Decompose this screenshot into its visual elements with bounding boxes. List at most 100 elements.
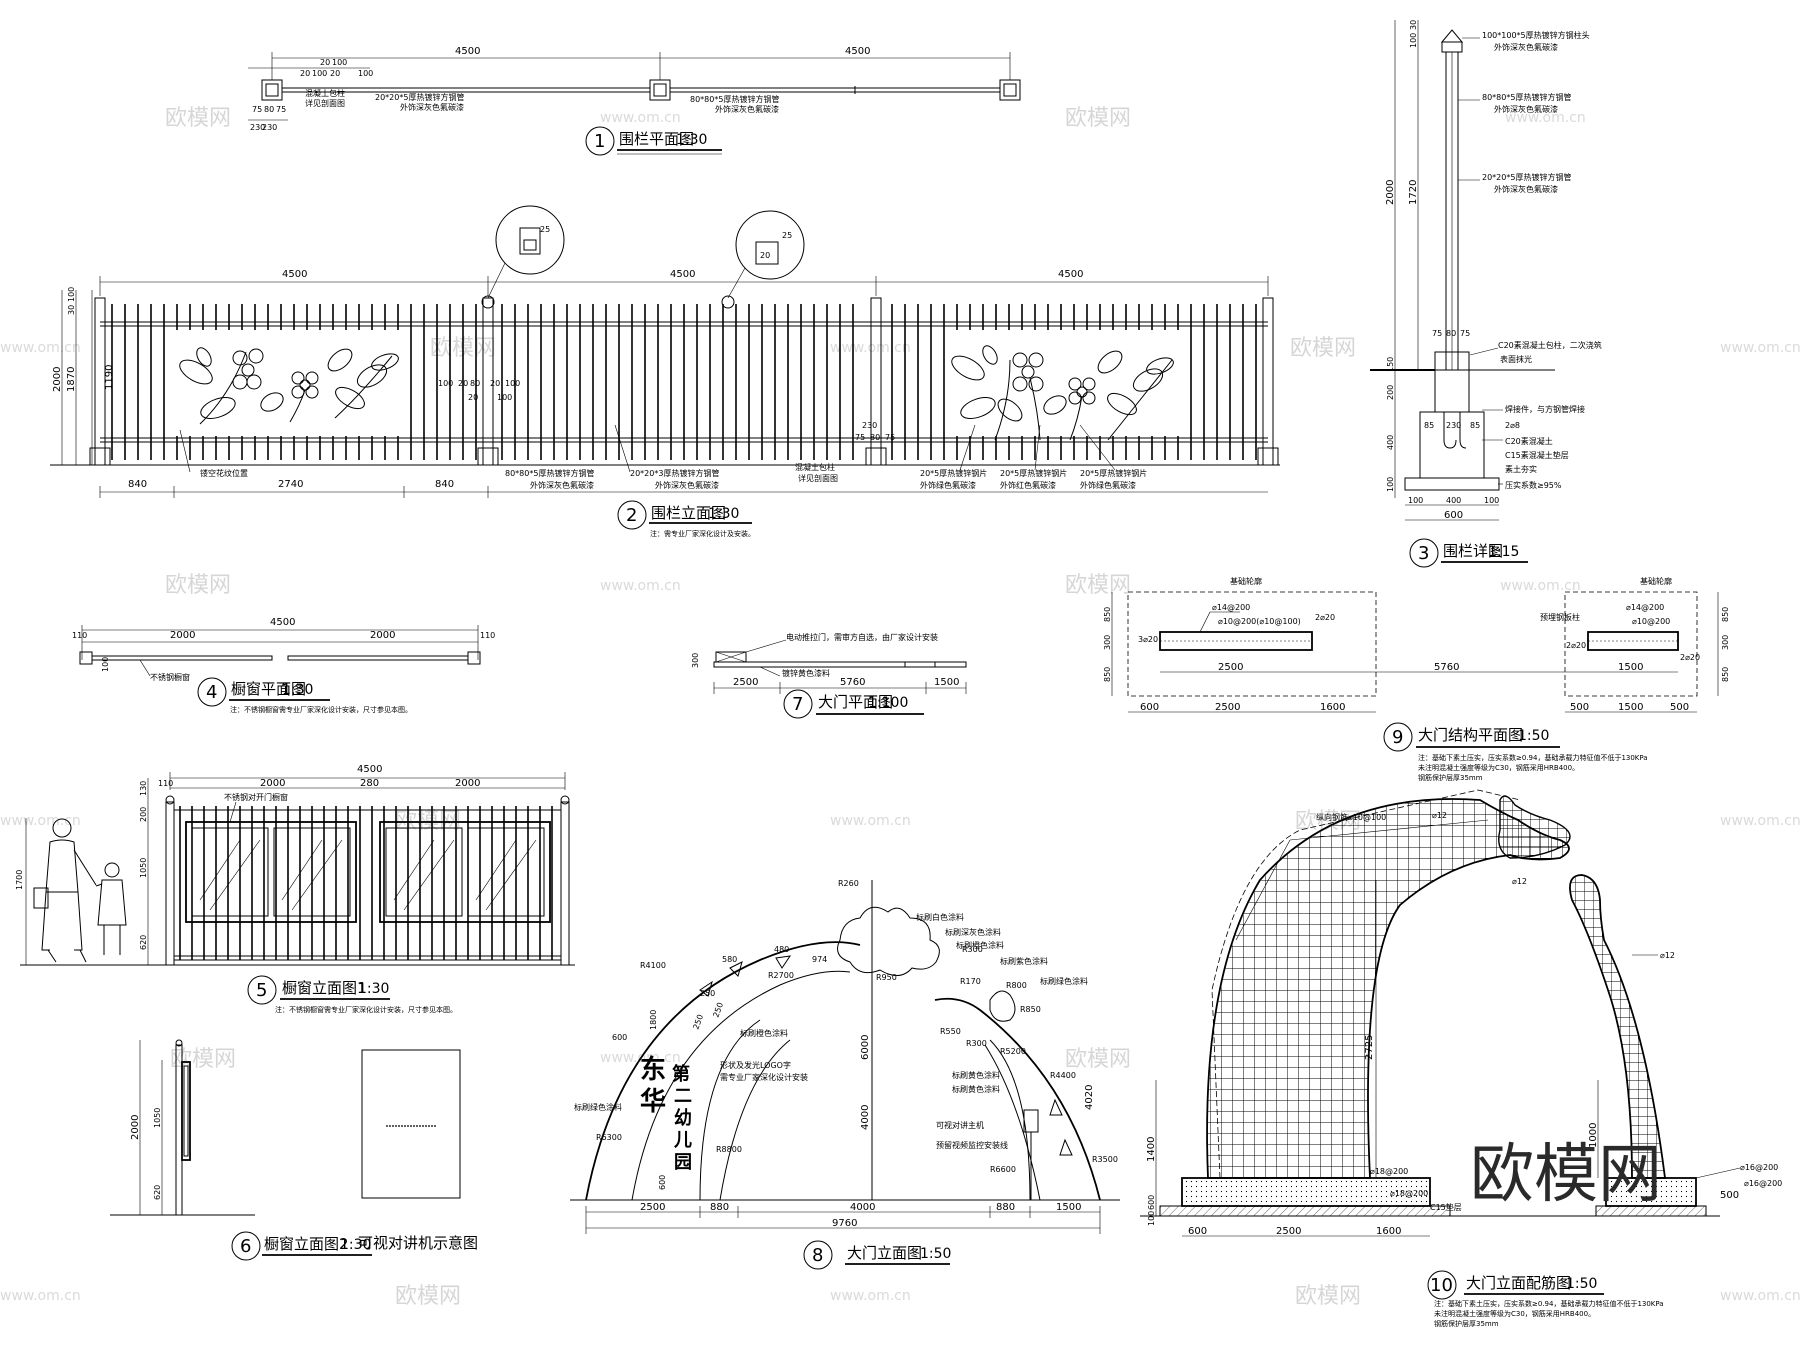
watermark-text: 欧模网 [1065, 573, 1131, 598]
dimension-label: 600 [612, 1033, 627, 1042]
annotation: 外饰绿色氟碳漆 [1080, 480, 1136, 490]
dimension-label: 230 [262, 123, 277, 132]
radius-label: R800 [1006, 981, 1027, 990]
drawing-title: 围栏平面图 [619, 130, 694, 148]
dimension-label: 300 [691, 653, 700, 668]
flower-pattern-left [179, 347, 399, 425]
dimension-label: 280 [360, 778, 379, 789]
dimension-label: 85 [1424, 421, 1434, 430]
annotation: 表面抹光 [1500, 354, 1532, 364]
dimension-label: 2000 [1385, 180, 1396, 205]
annotation: 80*80*5厚热镀锌方钢管 [505, 468, 594, 478]
drawing-scale: 1:100 [868, 695, 908, 711]
dimension-label: 600 [1444, 510, 1463, 521]
drawing-note: 注：不锈钢橱窗需专业厂家深化设计安装，尺寸参见本图。 [230, 705, 412, 714]
annotation: 不锈钢橱窗 [150, 672, 190, 682]
dimension-label: 880 [996, 1202, 1015, 1213]
dimension-label: 4500 [1058, 269, 1083, 280]
radius-label: R550 [940, 1027, 961, 1036]
annotation: ⌀12 [1432, 811, 1447, 820]
flower-pattern-right [951, 345, 1174, 441]
dimension-label: 100 [358, 69, 373, 78]
annotation: 标刷绿色涂料 [1040, 976, 1088, 986]
watermark-url: www.om.cn [1505, 110, 1586, 126]
radius-label: R170 [960, 977, 981, 986]
annotation: 形状及发光LOGO字 [720, 1060, 791, 1070]
dimension-label: 600 [658, 1175, 667, 1190]
dimension-label: 150 [1386, 357, 1395, 372]
dimension-label: 110 [158, 779, 173, 788]
annotation: 素土夯实 [1505, 464, 1537, 474]
drawing-scale: 1:30 [340, 1237, 371, 1253]
dimension-label: 85 [1470, 421, 1480, 430]
dimension-label: 4500 [270, 617, 295, 628]
annotation: 2⌀20 [1680, 653, 1700, 662]
dimension-label: 100 [1147, 1211, 1156, 1226]
annotation: 预留视频监控安装线 [936, 1140, 1008, 1150]
annotation: ⌀10@200 [1632, 617, 1670, 626]
dimension-label: 4000 [850, 1202, 875, 1213]
dimension-label: 6000 [860, 1035, 871, 1060]
dimension-label: 20 [760, 251, 770, 260]
annotation: 外饰红色氟碳漆 [1000, 480, 1056, 490]
dimension-label: 110 [480, 631, 495, 640]
annotation: 2⌀20 [1566, 641, 1586, 650]
drawing-gate-elevation: 东 华 第 二 幼 儿 园 2500 880 4000 880 1500 976… [570, 879, 1120, 1270]
annotation: 标刷绿色涂料 [574, 1102, 622, 1112]
drawing-gate-plan: 电动推拉门，需审方自选，由厂家设计安装 镀锌黄色漆料 2500 5760 150… [691, 632, 967, 719]
annotation: 外饰深灰色氟碳漆 [530, 480, 594, 490]
dimension-label: 25 [782, 231, 792, 240]
dimension-label: 850 [1103, 667, 1112, 682]
dimension-label: 20 [458, 379, 468, 388]
annotation: 压实系数≥95% [1505, 480, 1562, 490]
dimension-label: 480 [774, 945, 789, 954]
dimension-label: 100 [1386, 477, 1395, 492]
watermark-url: www.om.cn [830, 340, 911, 356]
drawing-number: 10 [1430, 1275, 1453, 1296]
dimension-label: 4020 [1084, 1085, 1095, 1110]
drawing-showcase-elevation-2: 2000 1050 620 6 橱窗立面图2 1:30 [110, 1039, 372, 1261]
radius-label: R4100 [640, 961, 666, 970]
annotation: 20*20*3厚热镀锌方钢管 [630, 468, 719, 478]
dimension-label: 1050 [153, 1108, 162, 1128]
child-figure-icon [95, 862, 127, 955]
annotation: 镀锌黄色漆料 [782, 668, 830, 678]
drawing-intercom: 可视对讲机示意图 [358, 1049, 478, 1252]
annotation: 混凝土包柱 [305, 88, 345, 98]
annotation: 2⌀8 [1505, 421, 1520, 430]
annotation: 焊接件，与方钢管焊接 [1505, 404, 1585, 414]
dimension-label: 2500 [640, 1202, 665, 1213]
dimension-label: 300 [1721, 635, 1730, 650]
gate-sign-char: 儿 [673, 1130, 692, 1151]
watermark-url: www.om.cn [0, 340, 81, 356]
dimension-label: 400 [1446, 496, 1461, 505]
dimension-label: 100 [1409, 33, 1418, 48]
drawing-title: 大门结构平面图 [1418, 726, 1523, 744]
annotation: C20素混凝土 [1505, 436, 1553, 446]
dimension-label: 850 [1721, 607, 1730, 622]
watermark-text: 欧模网 [1065, 106, 1131, 131]
dimension-label: 230 [250, 123, 265, 132]
drawing-scale: 1:30 [676, 132, 707, 148]
dimension-label: 2500 [1215, 702, 1240, 713]
dimension-label: 600 [1140, 702, 1159, 713]
annotation: 电动推拉门，需审方自选，由厂家设计安装 [786, 632, 938, 642]
dimension-label: 500 [1570, 702, 1589, 713]
drawing-number: 4 [206, 682, 217, 703]
watermark-url: www.om.cn [830, 1288, 911, 1304]
dimension-label: 20 [300, 69, 310, 78]
drawing-note: 注：需专业厂家深化设计及安装。 [650, 529, 755, 538]
annotation: 100*100*5厚热镀锌方钢柱头 [1482, 30, 1590, 40]
annotation: 标刷白色涂料 [916, 912, 964, 922]
annotation: 外饰深灰色氟碳漆 [1494, 184, 1558, 194]
dimension-label: 75 [1460, 329, 1470, 338]
dimension-label: 1600 [1320, 702, 1345, 713]
dimension-label: 75 [855, 433, 865, 442]
dimension-label: 1500 [934, 677, 959, 688]
drawing-note: 钢筋保护层厚35mm [1418, 773, 1483, 782]
annotation: C20素混凝土包柱，二次浇筑 [1498, 340, 1602, 350]
annotation: 标刷黄色涂料 [952, 1084, 1000, 1094]
annotation: ⌀18@200 [1390, 1189, 1428, 1198]
drawing-title: 大门平面图 [818, 693, 893, 711]
gate-sign-char: 第 [672, 1063, 690, 1085]
